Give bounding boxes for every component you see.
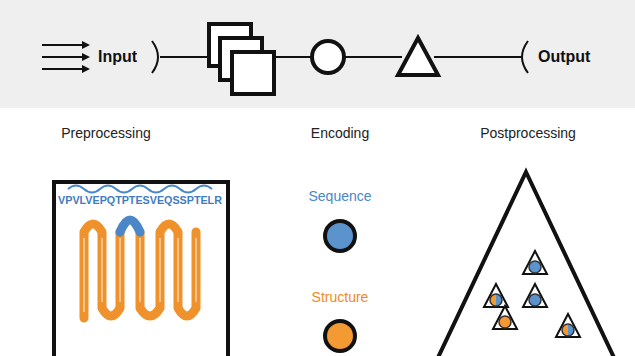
preprocessing-box (54, 182, 228, 356)
structure-circle (325, 321, 355, 351)
sequence-wave (68, 186, 212, 193)
triangle-outline (430, 120, 626, 356)
section-heading: Preprocessing (61, 125, 151, 142)
section-heading: Encoding (311, 125, 369, 142)
output-triangle (493, 306, 517, 329)
output-triangle (556, 314, 580, 337)
encoding-label: Structure (312, 289, 369, 306)
encoding-label: Sequence (308, 188, 371, 205)
triangle-outline (434, 172, 618, 356)
pipeline-band-ground (0, 0, 635, 108)
output-triangle (523, 251, 547, 274)
decoder-triangle (398, 38, 438, 75)
protein-loop (120, 220, 140, 232)
input-arrows (42, 45, 84, 69)
pipeline-band: Input Output (0, 0, 635, 108)
section-heading: Postprocessing (480, 125, 576, 142)
sequence-text: VPVLVEPQTPTESVEQSSPTELR (58, 194, 222, 207)
protein-structure (84, 224, 196, 318)
output-label: Output (538, 47, 590, 66)
input-label: Input (98, 47, 137, 66)
postprocessing-triangle: Postprocessing (430, 120, 626, 356)
stacked-squares (209, 24, 274, 94)
output-triangle (523, 284, 547, 307)
protein-highlight (84, 238, 196, 312)
input-arrowheads (82, 41, 90, 73)
output-triangle (484, 284, 508, 307)
sequence-circle (325, 221, 355, 251)
encoder-circle (312, 41, 344, 73)
preprocessing-box: PreprocessingVPVLVEPQTPTESVEQSSPTELR (52, 120, 232, 356)
